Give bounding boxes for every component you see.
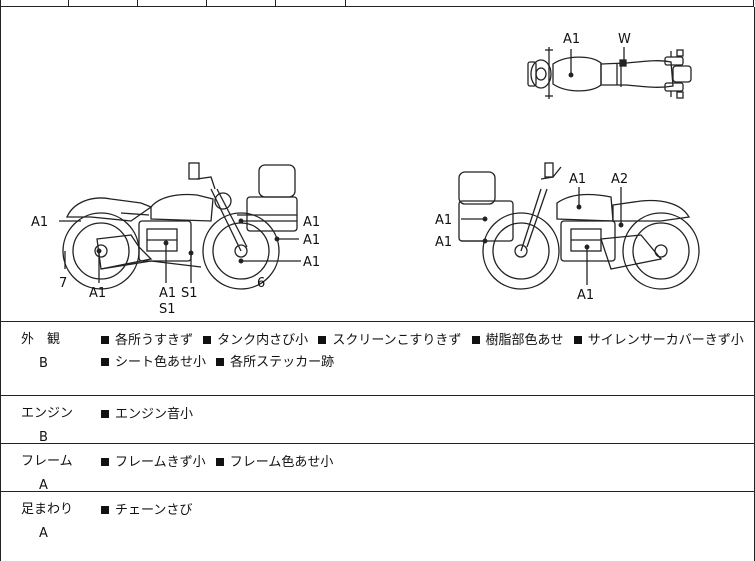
right-side-motorcycle [458,162,700,290]
note-item: チェーンさび [115,503,193,518]
table-cell-divider [0,0,1,6]
diagram-svg: A1 W A1 A1 A1 A1 7 A1 A1 S1 S1 6 A1 A2 A… [31,32,700,317]
section-category: エンジン B [21,404,91,448]
table-cell-divider [753,0,754,6]
topview-label-a1: A1 [563,32,580,47]
section-row-engine: エンジン B エンジン音小 [0,396,755,445]
right-label-a1-tank: A1 [569,172,586,187]
square-bullet-icon [101,410,109,418]
section-notes: チェーンさび [101,500,751,522]
note-line: フレームきず小 フレーム色あせ小 [101,452,751,474]
right-label-a1-engine: A1 [577,288,594,303]
table-cell-divider [206,0,207,6]
note-item: スクリーンこすりきず [332,333,462,348]
left-label-6: 6 [257,276,265,291]
square-bullet-icon [215,458,224,466]
note-item: 樹脂部色あせ [485,333,564,348]
note-item: 各所うすきず [115,333,194,348]
note-line: 各所うすきず タンク内さび小 スクリーンこすりきず 樹脂部色あせ サイレンサーカ… [101,330,751,352]
section-notes: エンジン音小 [101,404,751,426]
right-label-a1-screen-bottom: A1 [435,235,452,250]
square-bullet-icon [216,358,225,366]
square-bullet-icon [471,336,480,344]
left-label-s1-lower: S1 [159,302,176,317]
section-name: エンジン [21,406,74,421]
left-side-motorcycle [59,162,301,290]
top-table-strip [0,0,754,7]
section-category: 足まわり A [21,500,91,544]
right-label-a2-seat: A2 [611,172,628,187]
motorcycle-damage-diagram: A1 W A1 A1 A1 A1 7 A1 A1 S1 S1 6 A1 A2 A… [0,7,755,322]
section-row-suspension: 足まわり A チェーンさび [0,492,755,561]
topview-label-w: W [618,32,631,47]
table-cell-divider [137,0,138,6]
right-label-a1-screen-top: A1 [435,213,452,228]
section-notes: 各所うすきず タンク内さび小 スクリーンこすりきず 樹脂部色あせ サイレンサーカ… [101,330,751,374]
square-bullet-icon [101,358,109,366]
section-name: 外 観 [21,332,61,347]
left-label-s1-engine: S1 [181,286,198,301]
note-item: タンク内さび小 [217,333,309,348]
left-label-a1-rear: A1 [31,215,48,230]
left-label-a1-exhaust: A1 [89,286,106,301]
note-line: チェーンさび [101,500,751,522]
section-row-exterior: 外 観 B 各所うすきず タンク内さび小 スクリーンこすりきず 樹脂部色あせ サ… [0,322,755,396]
square-bullet-icon [101,336,109,344]
topview-motorcycle [527,47,692,99]
section-grade: B [39,430,48,445]
note-item: エンジン音小 [115,407,194,422]
left-label-a1-screen: A1 [303,233,320,248]
table-cell-divider [275,0,276,6]
note-item: フレーム色あせ小 [229,455,334,470]
section-row-frame: フレーム A フレームきず小 フレーム色あせ小 [0,444,755,493]
note-line: シート色あせ小 各所ステッカー跡 [101,352,751,374]
section-grade: B [39,356,48,371]
section-name: 足まわり [21,502,74,517]
left-label-a1-engine: A1 [159,286,176,301]
left-label-a1-tank: A1 [303,215,320,230]
square-bullet-icon [573,336,582,344]
square-bullet-icon [203,336,212,344]
table-cell-divider [345,0,346,6]
note-item: シート色あせ小 [115,355,207,370]
note-item: サイレンサーカバーきず小 [587,333,744,348]
note-item: 各所ステッカー跡 [230,355,335,370]
left-label-a1-wheel: A1 [303,255,320,270]
table-cell-divider [68,0,69,6]
square-bullet-icon [318,336,327,344]
note-line: エンジン音小 [101,404,751,426]
section-grade: A [39,478,48,493]
left-label-7: 7 [59,276,67,291]
section-notes: フレームきず小 フレーム色あせ小 [101,452,751,474]
section-category: フレーム A [21,452,91,496]
square-bullet-icon [101,458,109,466]
note-item: フレームきず小 [115,455,206,470]
square-bullet-icon [101,506,109,514]
section-name: フレーム [21,454,73,469]
section-category: 外 観 B [21,330,91,374]
section-grade: A [39,526,48,541]
